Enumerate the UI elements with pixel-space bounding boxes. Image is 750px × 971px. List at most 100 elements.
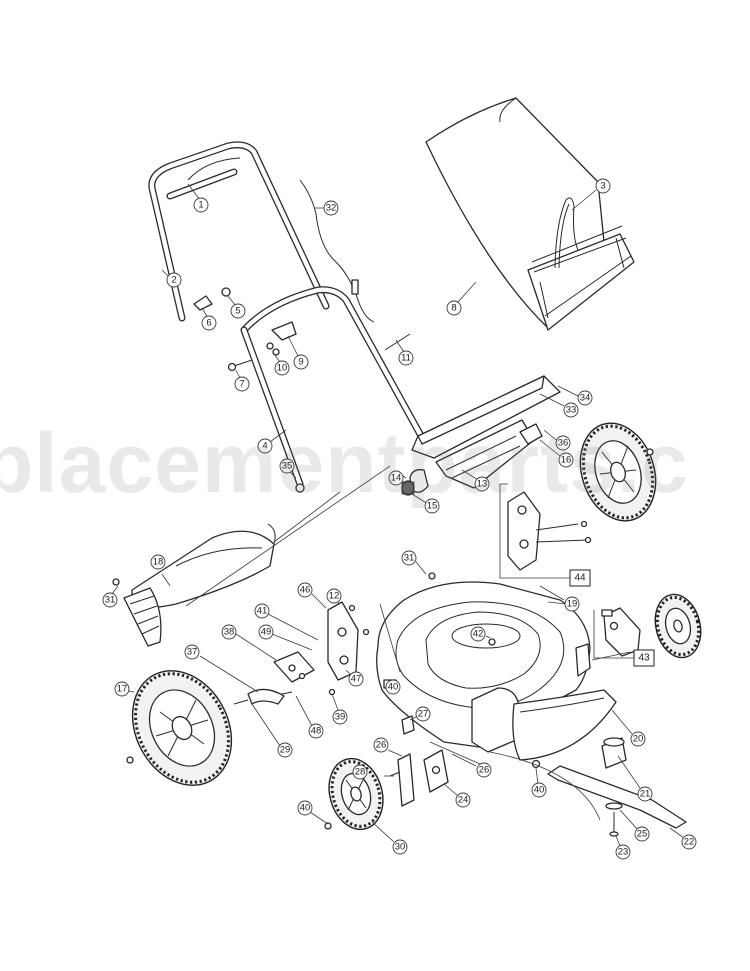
callout-30: 30	[371, 821, 408, 855]
callout-39: 39	[331, 693, 348, 725]
svg-text:39: 39	[335, 712, 346, 723]
callout-40c: 40	[531, 767, 547, 798]
bracket-box-43	[593, 610, 634, 659]
svg-text:49: 49	[261, 627, 272, 638]
svg-text:28: 28	[355, 767, 366, 778]
height-adjuster-front-right	[601, 607, 641, 657]
height-adjuster-rear-right	[507, 491, 592, 571]
callout-33: 33	[539, 393, 579, 418]
svg-text:6: 6	[206, 318, 211, 329]
svg-text:3: 3	[600, 181, 605, 192]
callout-6: 6	[201, 307, 217, 331]
callout-35: 35	[279, 458, 297, 479]
callout-48: 48	[295, 695, 324, 739]
callout-5: 5	[227, 295, 246, 319]
callout-18: 18	[150, 554, 171, 587]
svg-text:35: 35	[282, 461, 293, 472]
cable-clip	[351, 279, 359, 295]
callout-13: 13	[461, 469, 490, 492]
callout-12: 12	[326, 588, 342, 605]
callout-36: 36	[543, 429, 571, 451]
height-adjuster-front-left	[389, 715, 449, 807]
lower-handle	[240, 286, 424, 488]
callout-41: 41	[254, 603, 319, 641]
control-cable	[299, 179, 375, 323]
misc-fasteners	[112, 448, 654, 830]
callout-40b: 40	[297, 800, 329, 825]
callout-3: 3	[571, 178, 611, 211]
deck-baffle	[512, 689, 617, 761]
svg-text:30: 30	[395, 842, 406, 853]
svg-text:12: 12	[329, 591, 340, 602]
leader-lines	[185, 465, 631, 821]
svg-text:18: 18	[153, 557, 164, 568]
svg-text:14: 14	[391, 473, 402, 484]
svg-text:26: 26	[376, 740, 387, 751]
wheel-front-left	[328, 757, 384, 831]
callout-8: 8	[446, 281, 477, 316]
svg-text:40: 40	[300, 803, 311, 814]
svg-text:8: 8	[451, 303, 456, 314]
svg-text:17: 17	[117, 684, 128, 695]
svg-text:24: 24	[458, 795, 469, 806]
svg-text:26: 26	[479, 765, 490, 776]
svg-text:36: 36	[558, 438, 569, 449]
svg-text:31: 31	[404, 553, 415, 564]
callout-44: 44	[569, 569, 591, 587]
callout-1: 1	[187, 183, 209, 213]
callout-38: 38	[221, 624, 277, 661]
callout-20: 20	[611, 709, 646, 747]
svg-text:13: 13	[477, 479, 488, 490]
rear-door-assembly	[401, 375, 561, 496]
svg-text:2: 2	[171, 275, 176, 286]
svg-text:44: 44	[574, 573, 586, 584]
svg-text:11: 11	[401, 353, 411, 364]
svg-text:33: 33	[566, 405, 577, 416]
callout-26: 26	[373, 737, 403, 757]
wheel-front-right	[654, 593, 702, 659]
svg-text:20: 20	[633, 734, 644, 745]
callout-43: 43	[633, 649, 655, 667]
svg-text:9: 9	[298, 357, 303, 368]
svg-text:32: 32	[326, 203, 337, 214]
wheel-rear-right	[579, 422, 657, 522]
svg-text:38: 38	[224, 627, 235, 638]
wheel-rear-left	[131, 670, 233, 786]
callout-28: 28	[352, 764, 394, 780]
callout-16: 16	[539, 439, 574, 468]
svg-text:27: 27	[418, 709, 429, 720]
callout-49: 49	[258, 624, 313, 651]
svg-text:48: 48	[311, 726, 322, 737]
callout-34: 34	[557, 385, 593, 406]
svg-text:42: 42	[473, 629, 484, 640]
grass-bag	[425, 97, 635, 331]
svg-text:37: 37	[187, 647, 198, 658]
svg-text:34: 34	[580, 393, 591, 404]
callout-9: 9	[287, 335, 309, 370]
callout-15: 15	[411, 493, 440, 514]
callout-4: 4	[257, 429, 287, 454]
callout-46: 46	[297, 582, 327, 609]
callout-37: 37	[184, 644, 259, 693]
svg-text:21: 21	[640, 789, 651, 800]
callout-31b: 31	[102, 585, 119, 608]
callout-25: 25	[619, 809, 650, 842]
svg-text:15: 15	[427, 501, 438, 512]
callout-10: 10	[273, 353, 290, 376]
svg-text:4: 4	[262, 441, 267, 452]
callout-21: 21	[617, 755, 653, 802]
svg-text:40: 40	[534, 785, 545, 796]
svg-text:41: 41	[257, 606, 268, 617]
handle-hardware	[193, 287, 411, 372]
callout-17: 17	[114, 681, 135, 697]
callout-24: 24	[443, 783, 471, 808]
svg-text:25: 25	[637, 829, 648, 840]
callout-42: 42	[470, 626, 491, 642]
callout-26b: 26	[451, 753, 492, 778]
svg-text:10: 10	[277, 363, 288, 374]
svg-text:7: 7	[239, 379, 244, 390]
callout-19: 19	[547, 596, 580, 612]
callout-31a: 31	[401, 550, 427, 575]
svg-text:16: 16	[561, 455, 572, 466]
